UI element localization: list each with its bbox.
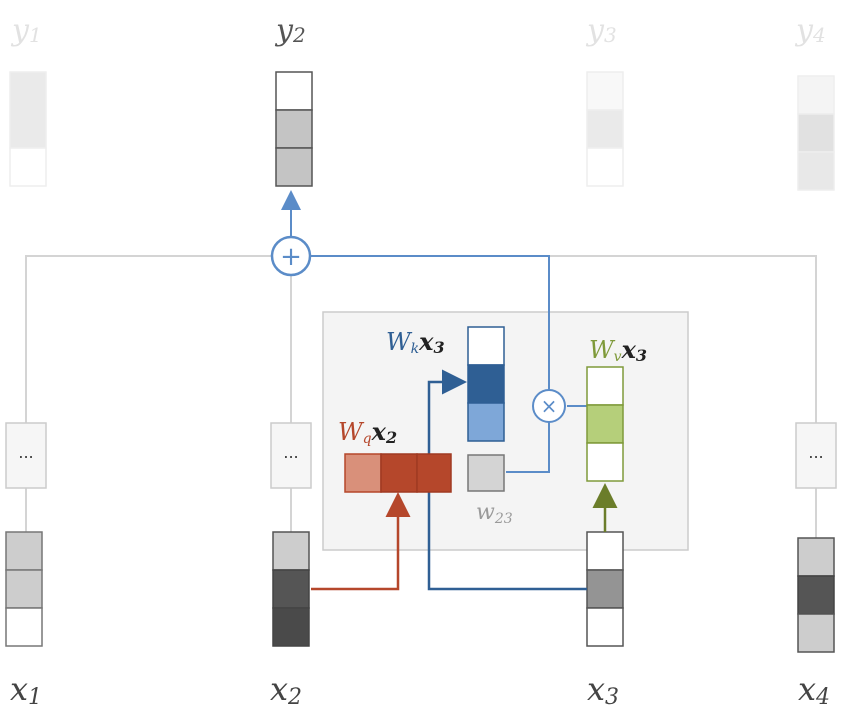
value-vector [586,366,624,482]
key-vector [467,326,505,442]
svg-text:...: ... [283,443,298,462]
label-y2: y2 [274,13,306,48]
output-vector-y3 [586,71,624,187]
label-key: Wkx3 [386,327,445,357]
label-x2: x2 [270,670,302,710]
label-weight: w23 [476,500,513,527]
attention-panel [322,311,689,551]
input-vector-x1 [5,531,43,647]
multiply-to-sum-line [311,255,550,390]
ellipsis-box-4: ... [795,422,837,489]
svg-text:...: ... [808,443,823,462]
input-vector-x3 [586,531,624,647]
weight-scalar [467,454,505,492]
ellipsis-box-1: ... [5,422,47,489]
label-x1: x1 [10,670,42,710]
label-x4: x4 [798,670,830,710]
output-vector-y4 [797,75,835,191]
sum-node: + [270,235,312,277]
svg-text:×: × [541,394,558,418]
label-value: Wvx3 [589,335,647,365]
label-x3: x3 [587,670,619,710]
label-query: Wqx2 [338,417,397,447]
label-y4: y4 [794,13,826,48]
input-vector-x4 [797,537,835,653]
multiply-node: × [532,389,566,423]
svg-text:+: + [280,242,302,272]
query-vector [344,453,452,493]
weight-to-multiply-line [506,422,550,473]
input-vector-x2 [272,531,310,647]
output-vector-y2 [275,71,313,187]
label-y3: y3 [585,13,617,48]
svg-text:...: ... [18,443,33,462]
query-arrow [311,492,411,591]
ellipsis-box-2: ... [270,422,312,489]
output-vector-y1 [9,71,47,187]
label-y1: y1 [10,13,42,48]
